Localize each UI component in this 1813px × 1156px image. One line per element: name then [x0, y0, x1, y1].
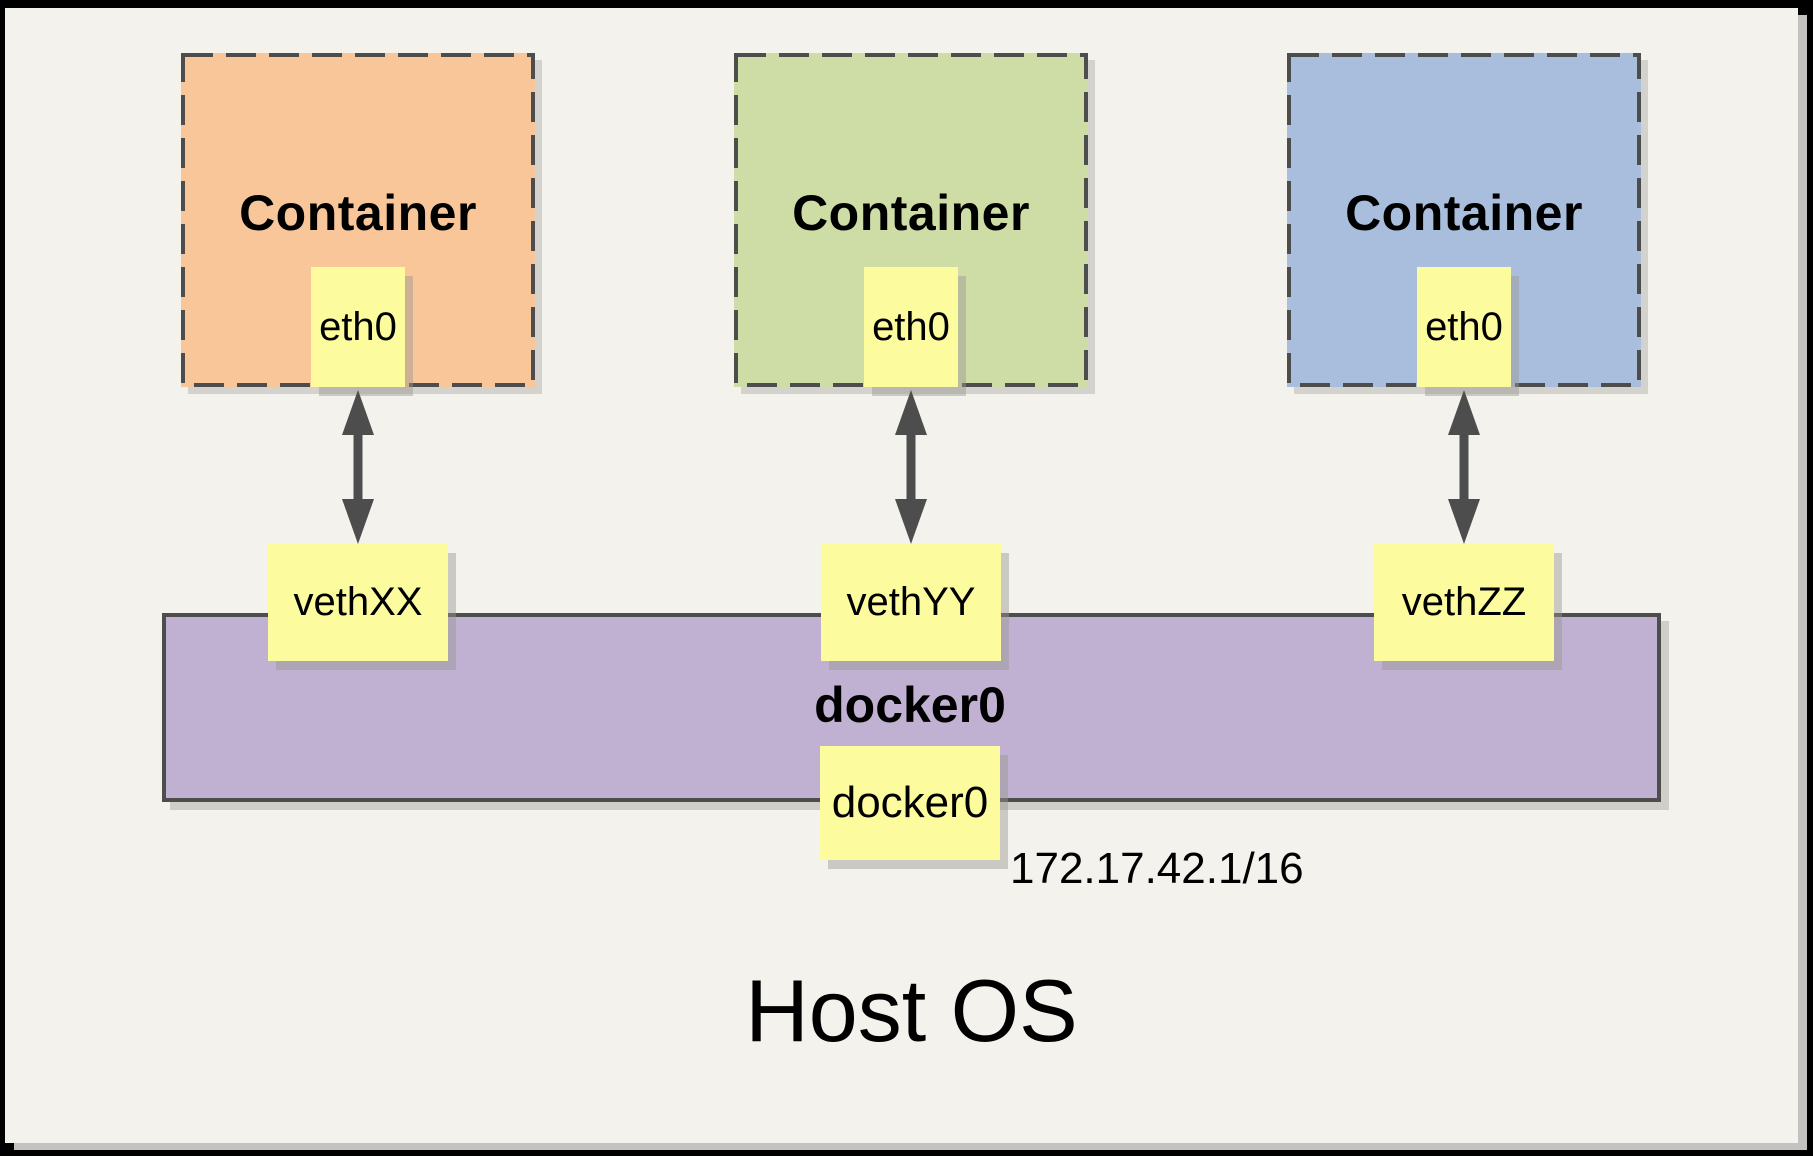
vethxx-box: vethXX	[268, 544, 448, 661]
container-1-label: Container	[239, 185, 477, 241]
container-box-2: Container eth0	[734, 53, 1088, 387]
double-arrow-icon-2	[895, 390, 927, 544]
vethzz-label: vethZZ	[1401, 580, 1527, 624]
vethxx-label: vethXX	[293, 580, 423, 624]
container-3-label: Container	[1345, 185, 1583, 241]
double-arrow-icon-3	[1448, 390, 1480, 544]
docker0-interface-label: docker0	[831, 778, 989, 827]
docker0-bridge-label: docker0	[814, 677, 1006, 733]
container-box-1: Container eth0	[181, 53, 535, 387]
eth0-label: eth0	[1425, 304, 1503, 349]
eth0-label: eth0	[872, 304, 950, 349]
bridge-ip-label: 172.17.42.1/16	[1010, 844, 1304, 893]
dashed-border-icon	[1287, 53, 1641, 387]
eth0-box-3: eth0	[1417, 267, 1511, 387]
eth0-box-1: eth0	[311, 267, 405, 387]
eth0-box-2: eth0	[864, 267, 958, 387]
double-arrow-icon-1	[342, 390, 374, 544]
vethyy-label: vethYY	[846, 580, 976, 624]
host-os-label: Host OS	[745, 961, 1078, 1060]
eth0-label: eth0	[319, 304, 397, 349]
host-os-panel: Container eth0 Container eth0 Container …	[5, 8, 1798, 1143]
vethyy-box: vethYY	[821, 544, 1001, 661]
dashed-border-icon	[181, 53, 535, 387]
container-2-label: Container	[792, 185, 1030, 241]
container-box-3: Container eth0	[1287, 53, 1641, 387]
dashed-border-icon	[734, 53, 1088, 387]
vethzz-box: vethZZ	[1374, 544, 1554, 661]
docker0-interface-box: docker0	[820, 746, 1000, 860]
